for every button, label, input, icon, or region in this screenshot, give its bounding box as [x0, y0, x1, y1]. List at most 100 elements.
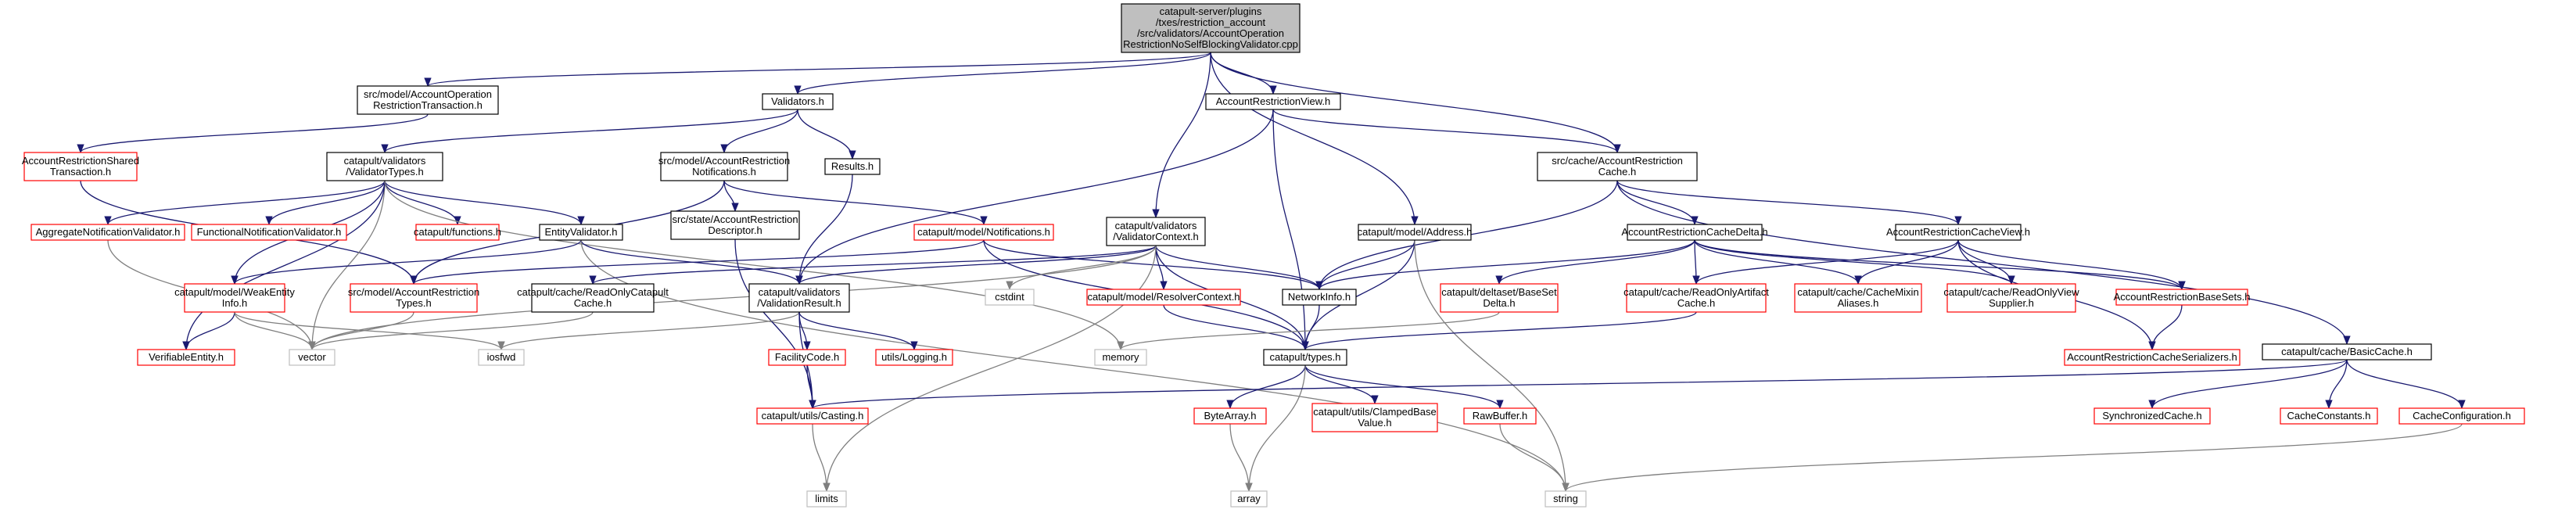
edge-arView-to-arCache	[1272, 109, 1621, 154]
node-cstdint: cstdint	[985, 289, 1035, 306]
node-label: SynchronizedCache.h	[2102, 410, 2201, 422]
node-rawBuffer[interactable]: RawBuffer.h	[1463, 407, 1537, 425]
edge-networkInfo-to-catapultTypes	[1301, 304, 1320, 351]
edge-basicCache-to-cacheConfig	[2346, 359, 2466, 410]
node-label: Results.h	[831, 160, 874, 172]
node-validatorTypes[interactable]: catapult/validators/ValidatorTypes.h	[326, 152, 443, 181]
node-syncCache[interactable]: SynchronizedCache.h	[2093, 407, 2211, 425]
node-label: catapult/validators	[344, 155, 426, 167]
node-results[interactable]: Results.h	[824, 158, 881, 175]
node-arCacheSerializers[interactable]: AccountRestrictionCacheSerializers.h	[2064, 349, 2241, 366]
edge-validationResult-to-logging	[798, 311, 918, 351]
node-accopTxn[interactable]: src/model/AccountOperationRestrictionTra…	[357, 85, 499, 115]
node-box	[2262, 343, 2432, 361]
edge-notifications-to-stateDescriptor	[723, 180, 739, 213]
node-box	[875, 349, 953, 366]
edge-facilityCode-to-casting	[806, 364, 816, 410]
node-box	[30, 224, 185, 241]
node-facilityCode[interactable]: FacilityCode.h	[768, 349, 846, 366]
node-functions[interactable]: catapult/functions.h	[414, 224, 501, 241]
node-cacheConfig[interactable]: CacheConfiguration.h	[2398, 407, 2525, 425]
node-box	[756, 407, 869, 425]
node-box	[1106, 217, 1206, 246]
node-catapultTypes[interactable]: catapult/types.h	[1263, 349, 1347, 366]
edge-arCache-to-arCacheDelta	[1616, 180, 1699, 226]
node-box	[1205, 93, 1341, 110]
node-byteArray[interactable]: ByteArray.h	[1193, 407, 1267, 425]
node-box	[824, 158, 881, 175]
node-arView[interactable]: AccountRestrictionView.h	[1205, 93, 1341, 110]
node-funcValidator[interactable]: FunctionalNotificationValidator.h	[191, 224, 347, 241]
nodes-layer: catapult-server/plugins/txes/restriction…	[22, 3, 2525, 508]
node-notifications[interactable]: src/model/AccountRestrictionNotification…	[658, 152, 790, 181]
node-box	[1946, 283, 2076, 313]
node-label: utils/Logging.h	[881, 351, 947, 363]
edge-arCacheDelta-to-readOnlyArtifact	[1692, 239, 1700, 285]
node-box	[1358, 224, 1472, 241]
node-label: catapult/cache/ReadOnlyArtifact	[1623, 286, 1769, 298]
node-verifiableEntity[interactable]: VerifiableEntity.h	[137, 349, 235, 366]
node-box	[1263, 349, 1347, 366]
node-arBaseSets[interactable]: AccountRestrictionBaseSets.h	[2114, 289, 2251, 306]
edge-readOnlyArtifact-to-catapultTypes	[1301, 311, 1697, 351]
node-label: EntityValidator.h	[545, 226, 618, 238]
node-root[interactable]: catapult-server/plugins/txes/restriction…	[1121, 3, 1301, 53]
node-label: src/model/AccountRestriction	[348, 286, 479, 298]
node-resolverContext[interactable]: catapult/model/ResolverContext.h	[1086, 289, 1241, 306]
node-entityValidator[interactable]: EntityValidator.h	[539, 224, 623, 241]
node-arCacheView[interactable]: AccountRestrictionCacheView.h	[1886, 224, 2030, 241]
edge-casting-to-limits	[812, 423, 831, 493]
edge-validators-to-results	[797, 109, 856, 160]
node-label: AccountRestrictionCacheSerializers.h	[2067, 351, 2237, 363]
node-networkInfo[interactable]: NetworkInfo.h	[1282, 289, 1357, 306]
node-box	[660, 152, 788, 181]
edge-modelNotifications-to-arTypes	[410, 239, 985, 285]
edge-arCache-to-arCacheView	[1616, 180, 1962, 226]
edge-root-to-validatorContext	[1152, 52, 1211, 219]
node-label: Cache.h	[574, 297, 612, 309]
node-label: VerifiableEntity.h	[149, 351, 224, 363]
node-validatorContext[interactable]: catapult/validators/ValidatorContext.h	[1106, 217, 1206, 246]
node-label: RestrictionTransaction.h	[373, 99, 483, 111]
node-label: catapult/functions.h	[414, 226, 501, 238]
node-arCache[interactable]: src/cache/AccountRestrictionCache.h	[1537, 152, 1698, 181]
node-label: vector	[298, 351, 326, 363]
node-box	[478, 349, 525, 366]
edge-arCacheView-to-readOnlyView	[1957, 239, 2015, 285]
node-label: Cache.h	[1598, 166, 1636, 178]
node-label: Notifications.h	[692, 166, 756, 178]
node-arCacheDelta[interactable]: AccountRestrictionCacheDelta.h	[1621, 224, 1768, 241]
node-box	[1094, 349, 1147, 366]
edge-arCache-to-basicCache	[1616, 180, 2351, 346]
node-logging[interactable]: utils/Logging.h	[875, 349, 953, 366]
node-casting[interactable]: catapult/utils/Casting.h	[756, 407, 869, 425]
edge-weakEntity-to-iosfwd	[234, 311, 505, 351]
node-label: src/cache/AccountRestriction	[1552, 155, 1683, 167]
edge-catapultTypes-to-byteArray	[1226, 364, 1306, 410]
node-limits: limits	[806, 490, 847, 508]
node-basicCache[interactable]: catapult/cache/BasicCache.h	[2262, 343, 2432, 361]
node-modelNotifications[interactable]: catapult/model/Notifications.h	[913, 224, 1054, 241]
node-label: FunctionalNotificationValidator.h	[197, 226, 342, 238]
node-label: catapult/cache/BasicCache.h	[2281, 346, 2413, 357]
edge-arBaseSets-to-arCacheSerializers	[2148, 304, 2183, 351]
node-modelAddress[interactable]: catapult/model/Address.h	[1358, 224, 1473, 241]
node-validators[interactable]: Validators.h	[762, 93, 834, 110]
node-aggValidator[interactable]: AggregateNotificationValidator.h	[30, 224, 185, 241]
node-box	[1440, 283, 1559, 313]
node-box	[191, 224, 347, 241]
node-box	[1282, 289, 1357, 306]
node-validationResult[interactable]: catapult/validators/ValidationResult.h	[748, 283, 850, 313]
node-label: NetworkInfo.h	[1288, 291, 1351, 303]
node-cacheConstants[interactable]: CacheConstants.h	[2280, 407, 2378, 425]
